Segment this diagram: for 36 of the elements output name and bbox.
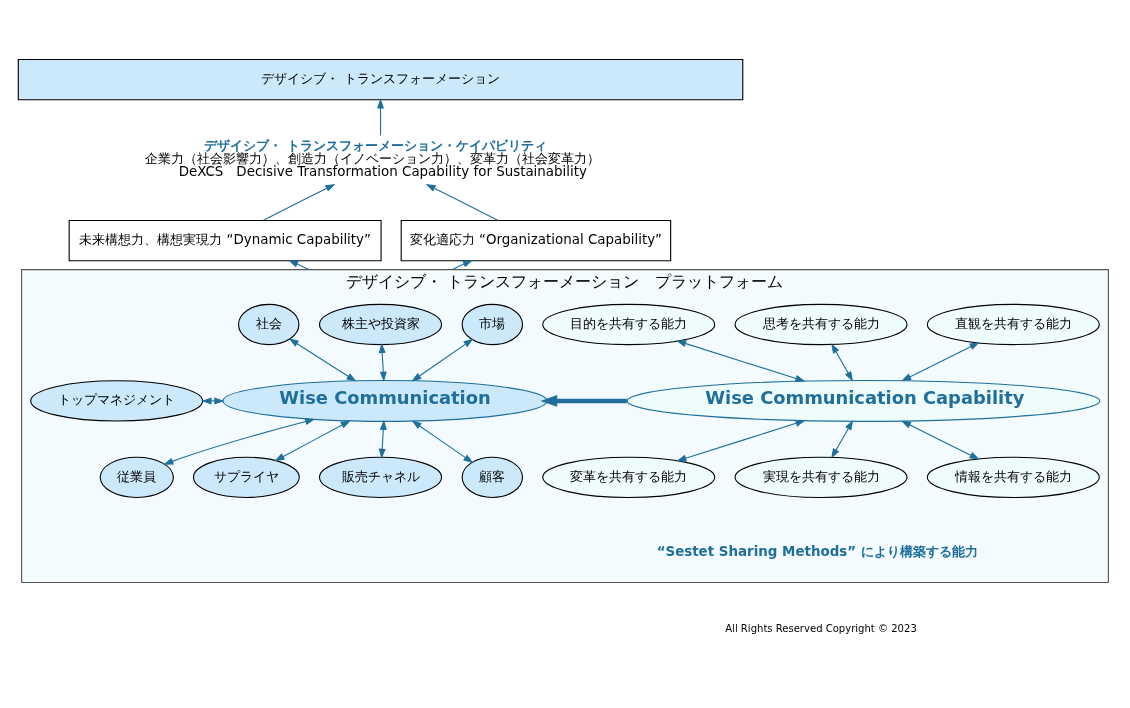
node-ellipse: サプライヤ: [192, 456, 300, 498]
node-ellipse: Wise Communication: [222, 379, 548, 422]
node-ellipse: 販売チャネル: [318, 456, 443, 498]
node-ellipse: 思考を共有する能力: [734, 303, 908, 345]
arrow: [163, 417, 316, 465]
arrow: [288, 259, 310, 270]
arrow: [831, 342, 853, 381]
arrow: [676, 419, 806, 462]
arrow: [900, 420, 980, 460]
arrow: [377, 97, 385, 136]
node-box: 未来構想力、構想実現力 “Dynamic Capability”: [68, 219, 382, 261]
label: All Rights Reserved Copyright © 2023: [725, 622, 917, 634]
node-ellipse: Wise Communication Capability: [626, 379, 1101, 422]
arrow: [831, 419, 854, 459]
node-ellipse: トップマネジメント: [30, 379, 204, 422]
arrow: [378, 419, 387, 459]
arrow: [378, 342, 387, 382]
node-ellipse: 実現を共有する能力: [734, 456, 908, 498]
node-ellipse: 直観を共有する能力: [926, 303, 1100, 345]
arrow: [411, 419, 474, 463]
arrow: [451, 259, 473, 270]
label: “Sestet Sharing Methods” により構築する能力: [656, 543, 978, 559]
arrow: [540, 394, 627, 407]
node-box: 変化適応力 “Organizational Capability”: [400, 219, 672, 261]
arrow: [262, 183, 336, 221]
node-box: デザイシブ・ トランスフォーメーション: [17, 58, 744, 100]
arrow: [676, 339, 806, 382]
arrow: [411, 338, 474, 382]
arrow: [288, 337, 357, 382]
node-text: デザイシブ・ トランスフォーメーション・ケイパビリティ 企業力（社会影響力）、創造力（イノベーション力）、変革力（社会変革力） DeXCS Decisive Transformation Capability for Sustainability: [145, 137, 601, 179]
arrow: [274, 419, 351, 461]
node-ellipse: 株主や投資家: [318, 303, 443, 345]
arrow: [901, 341, 980, 381]
arrow: [425, 183, 499, 221]
arrow: [201, 396, 225, 404]
node-ellipse: 情報を共有する能力: [926, 456, 1100, 498]
